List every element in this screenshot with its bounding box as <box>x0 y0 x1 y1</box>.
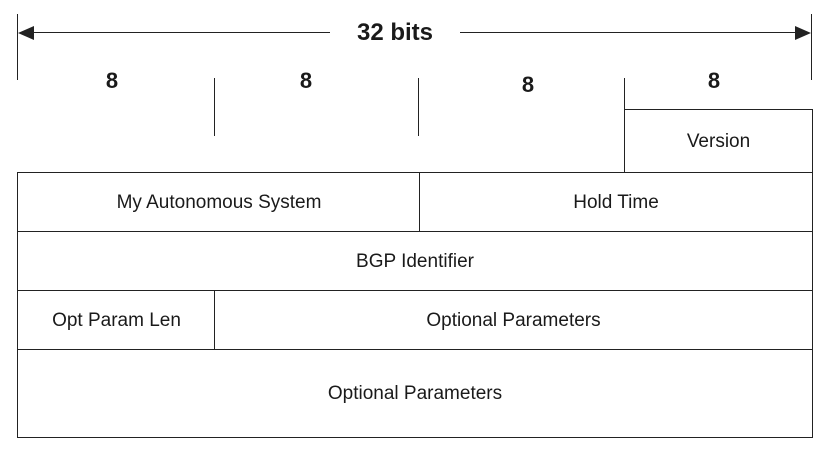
bgp-identifier-field: BGP Identifier <box>17 231 813 292</box>
byte-label-3: 8 <box>521 72 535 97</box>
optional-parameters-field-1: Optional Parameters <box>214 290 813 351</box>
byte-label-4: 8 <box>707 68 721 93</box>
byte-separator-2 <box>418 78 419 136</box>
left-arrow-icon <box>18 26 34 40</box>
hold-time-field: Hold Time <box>419 172 813 233</box>
opt-param-len-field: Opt Param Len <box>17 290 216 351</box>
byte-label-1: 8 <box>105 68 119 93</box>
byte-separator-3 <box>624 78 625 110</box>
version-field: Version <box>624 109 813 175</box>
left-extent-line <box>17 14 18 80</box>
right-arrow-icon <box>795 26 811 40</box>
byte-separator-1 <box>214 78 215 136</box>
optional-parameters-field-2: Optional Parameters <box>17 349 813 438</box>
width-label: 32 bits <box>330 18 460 48</box>
byte-label-2: 8 <box>299 68 313 93</box>
my-autonomous-system-field: My Autonomous System <box>17 172 421 233</box>
right-extent-line <box>811 14 812 80</box>
